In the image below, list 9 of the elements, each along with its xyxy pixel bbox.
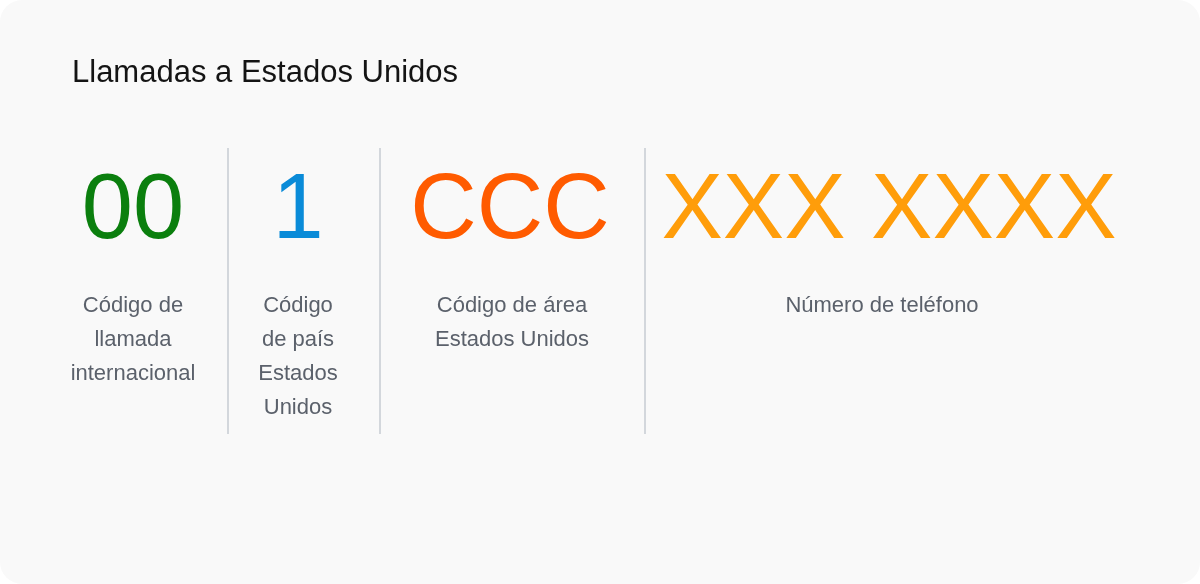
format-code: XXX XXXX: [660, 156, 1118, 256]
code-description: Código de país Estados Unidos: [257, 291, 339, 421]
format-code: CCC: [409, 156, 611, 256]
code-description: Código de área Estados Unidos: [433, 291, 591, 353]
code-description: Número de teléfono: [784, 291, 980, 319]
format-code: 00: [80, 156, 186, 256]
format-code: 1: [271, 156, 325, 256]
title: Llamadas a Estados Unidos: [72, 54, 458, 90]
code-description: Código de llamada internacional: [69, 291, 197, 387]
